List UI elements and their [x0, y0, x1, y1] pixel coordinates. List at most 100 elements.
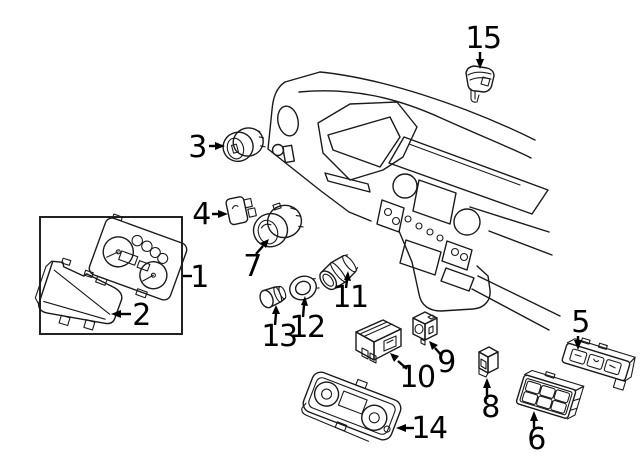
- dash-lower-right-opening: [440, 267, 475, 292]
- dash-right-edge-line: [469, 206, 550, 233]
- dash-cowl-line-top: [319, 71, 536, 141]
- panel-button: [524, 380, 542, 395]
- climate-knob-left: [313, 381, 340, 407]
- dash-panel-small-left: [376, 199, 405, 233]
- dash-button: [459, 252, 469, 262]
- part-5-switch-strip: [561, 337, 636, 391]
- part-11-socket-cylinder: [319, 254, 359, 291]
- lens-clip: [83, 269, 94, 279]
- callout-1: 1: [183, 260, 209, 295]
- strip-button: [586, 353, 605, 370]
- part-7-headlamp-rotary-knob: [252, 202, 304, 248]
- callout-15: 15: [465, 21, 502, 69]
- dash-left-small-rect: [281, 144, 296, 164]
- climate-display: [337, 390, 368, 415]
- part-3-round-knob-switch: [222, 127, 266, 163]
- callout-12-label: 12: [289, 310, 324, 345]
- callout-7-label: 7: [243, 249, 261, 284]
- callout-2: 2: [111, 298, 151, 333]
- dash-button: [426, 228, 434, 236]
- dash-cluster-hood-outer: [317, 101, 418, 181]
- dash-right-edge-line: [488, 230, 553, 256]
- panel-button: [521, 391, 539, 405]
- dash-button: [404, 215, 412, 223]
- callout-10-label: 10: [399, 360, 435, 395]
- dashboard-illustration: [267, 71, 561, 331]
- part-13-plug-cap: [259, 285, 287, 309]
- callout-10: 10: [390, 353, 436, 395]
- callout-7: 7: [243, 239, 269, 284]
- callout-4-label: 4: [192, 197, 210, 232]
- part-2-cluster-lens: [34, 257, 123, 331]
- dash-bottom-edge-line: [477, 275, 561, 317]
- callout-11-label: 11: [332, 280, 367, 315]
- part-10-switch-module: [355, 319, 402, 364]
- dash-bottom-edge-line: [471, 288, 550, 331]
- callout-5: 5: [571, 305, 590, 350]
- dash-button: [415, 222, 423, 230]
- callout-9-label: 9: [437, 345, 455, 380]
- part-1-instrument-cluster: [88, 213, 188, 301]
- cluster-tab: [112, 213, 123, 222]
- part-12-bezel-ring: [289, 275, 320, 301]
- part-4-small-push-switch: [225, 196, 257, 226]
- callout-9: 9: [429, 341, 456, 380]
- dash-defroster-accent: [408, 143, 521, 186]
- dash-console-outline: [398, 230, 491, 312]
- cluster-inset-box: [39, 216, 183, 335]
- dash-left-outline: [267, 71, 372, 222]
- callout-3: 3: [188, 130, 225, 165]
- callout-12: 12: [289, 296, 326, 345]
- dash-cowl-line-lower: [298, 90, 532, 159]
- part-15-sensor-clip: [465, 65, 495, 103]
- callout-2-label: 2: [132, 298, 150, 333]
- gauge-tachometer: [139, 261, 168, 290]
- dash-cluster-hood-inner: [327, 116, 401, 168]
- part-14-climate-control-unit: [301, 371, 402, 442]
- panel-button: [539, 385, 556, 399]
- callout-6-label: 6: [527, 422, 545, 457]
- climate-knob-right: [361, 404, 388, 431]
- cluster-display-window: [118, 250, 139, 266]
- gauge-small: [131, 234, 143, 247]
- dash-button: [383, 207, 393, 217]
- dash-radio-opening: [412, 179, 457, 225]
- lens-tab: [83, 319, 96, 331]
- panel-button: [553, 389, 571, 404]
- dash-vent-circle-left: [392, 173, 418, 199]
- callout-6: 6: [527, 411, 547, 457]
- callout-13: 13: [261, 305, 298, 354]
- panel-button: [550, 399, 567, 414]
- part-9-cube-switch: [412, 311, 438, 346]
- callout-4: 4: [192, 197, 228, 232]
- callout-8-label: 8: [481, 390, 499, 425]
- callout-14: 14: [396, 411, 448, 446]
- dash-left-small-circle: [271, 143, 285, 157]
- dash-panel-small-right: [441, 240, 473, 271]
- cluster-display-window: [136, 260, 151, 272]
- callout-1-label: 1: [190, 260, 208, 295]
- dash-left-vent-oval: [277, 105, 299, 137]
- dash-button: [450, 247, 460, 257]
- dash-lower-left-opening: [399, 239, 442, 276]
- dash-button: [436, 234, 444, 242]
- part-6-multi-switch-panel: [515, 369, 585, 420]
- dash-defroster-panel: [388, 136, 549, 215]
- cluster-tab: [135, 288, 148, 299]
- callout-8: 8: [481, 378, 501, 425]
- callout-3-label: 3: [188, 130, 206, 165]
- dash-button: [391, 216, 401, 226]
- callout-5-label: 5: [571, 305, 589, 340]
- gauge-small: [157, 252, 169, 264]
- callout-14-label: 14: [411, 411, 447, 446]
- gauge-speedometer: [102, 236, 134, 268]
- callout-13-label: 13: [261, 319, 296, 354]
- strip-button: [569, 348, 588, 365]
- callout-15-label: 15: [465, 21, 500, 56]
- lens-clip: [61, 257, 72, 266]
- lens-tab: [58, 314, 71, 327]
- dash-hood-shelf: [324, 172, 371, 193]
- strip-button: [603, 359, 622, 376]
- panel-button: [536, 395, 553, 410]
